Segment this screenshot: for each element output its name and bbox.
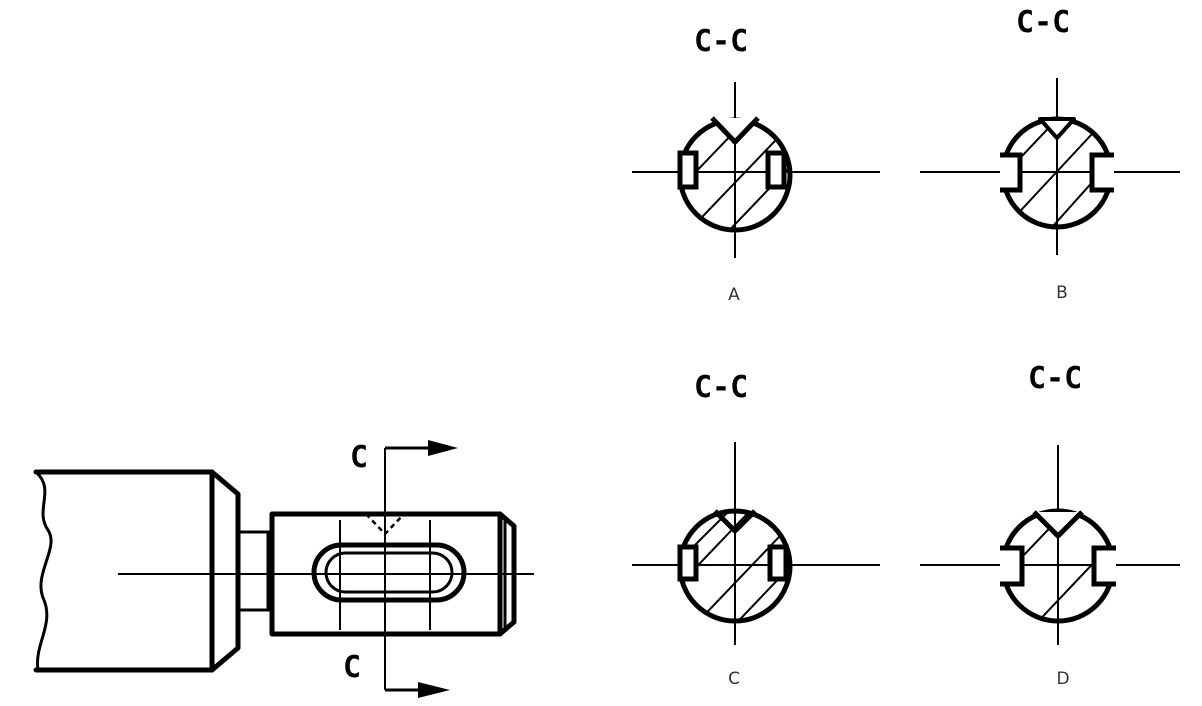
keyway-right <box>765 150 787 190</box>
keyway-right <box>767 544 789 582</box>
v-groove <box>710 116 760 145</box>
v-groove <box>1038 117 1076 140</box>
keyway-left <box>677 150 699 190</box>
v-groove <box>713 509 757 534</box>
break-line <box>34 470 53 671</box>
keyway-left <box>677 544 699 582</box>
shaft-neck <box>238 530 272 612</box>
shaft-body <box>33 469 215 673</box>
option-label: A <box>728 285 740 305</box>
keyway-right <box>1091 545 1116 587</box>
view-heading: C-C <box>1016 5 1070 40</box>
view-heading: C-C <box>694 370 748 405</box>
section-view-c: C-C C <box>632 370 880 689</box>
shaft-chamfer <box>209 469 241 673</box>
section-mark-bottom: C <box>343 650 361 685</box>
view-heading: C-C <box>1028 361 1082 396</box>
keyway-left <box>1000 152 1023 193</box>
keyway-left <box>1000 545 1025 587</box>
shaft-front-view: C C <box>33 440 534 698</box>
section-view-d: C-C D <box>920 361 1180 689</box>
option-label: B <box>1056 283 1068 303</box>
option-label: D <box>1056 669 1069 689</box>
section-mark-top: C <box>350 440 368 475</box>
option-label: C <box>728 669 740 689</box>
keyway-slot <box>311 542 467 603</box>
arrowhead-bottom <box>418 682 450 698</box>
keyway-inner-edge <box>324 551 454 594</box>
view-heading: C-C <box>694 24 748 59</box>
v-groove <box>1032 510 1084 539</box>
section-view-b: C-C B <box>920 5 1180 303</box>
arrowhead-top <box>428 440 458 456</box>
section-view-a: C-C A <box>632 24 880 305</box>
keyway-right <box>1089 152 1114 193</box>
